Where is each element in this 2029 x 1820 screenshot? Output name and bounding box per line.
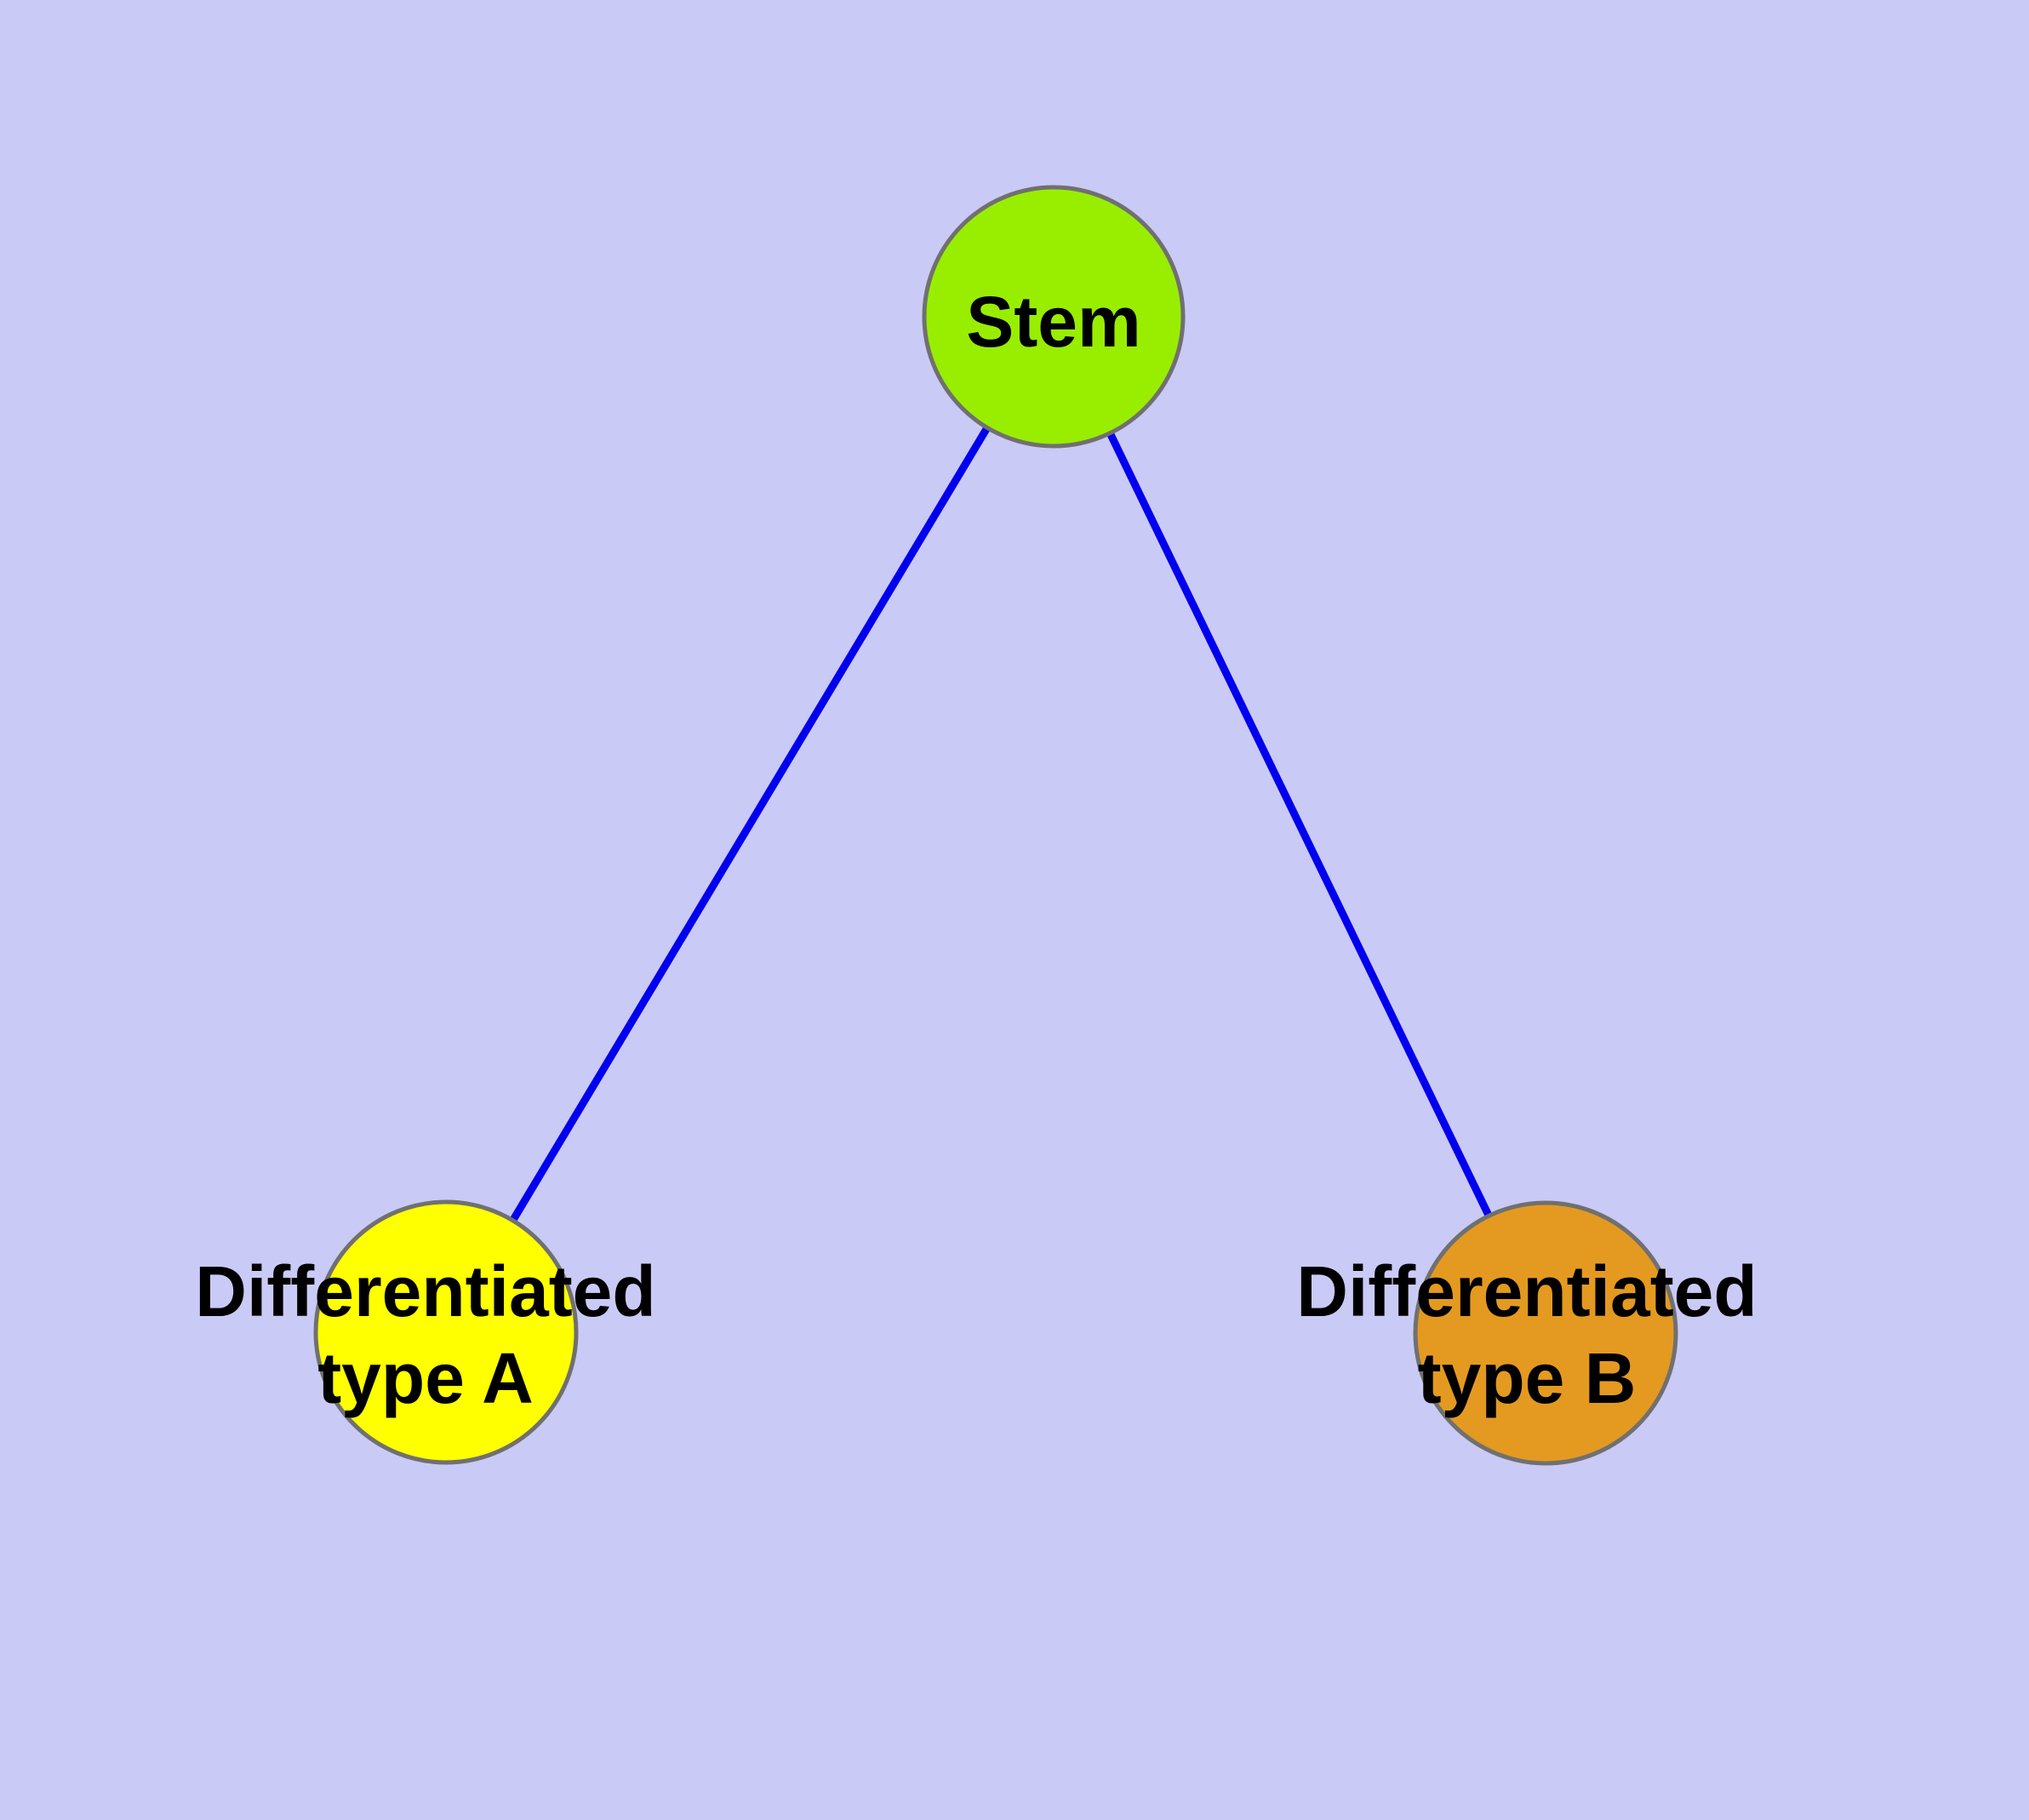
node-type-b-label-line1: Differentiated bbox=[1296, 1251, 1758, 1331]
node-type-b-circle bbox=[1413, 1200, 1678, 1466]
node-type-a-label-line1: Differentiated bbox=[195, 1251, 656, 1331]
edge-stem-to-type-b bbox=[1049, 315, 1550, 1335]
node-stem-circle bbox=[922, 185, 1186, 449]
node-type-a-circle bbox=[313, 1199, 579, 1465]
edge-stem-to-type-a bbox=[443, 314, 1057, 1335]
node-type-a-label-line2: type A bbox=[317, 1338, 534, 1418]
node-stem-label: Stem bbox=[966, 282, 1141, 362]
node-type-b-label-line2: type B bbox=[1417, 1338, 1637, 1418]
node-type-b-label: Differentiated type B bbox=[1296, 1248, 1757, 1422]
node-type-a-label: Differentiated type A bbox=[195, 1248, 655, 1422]
